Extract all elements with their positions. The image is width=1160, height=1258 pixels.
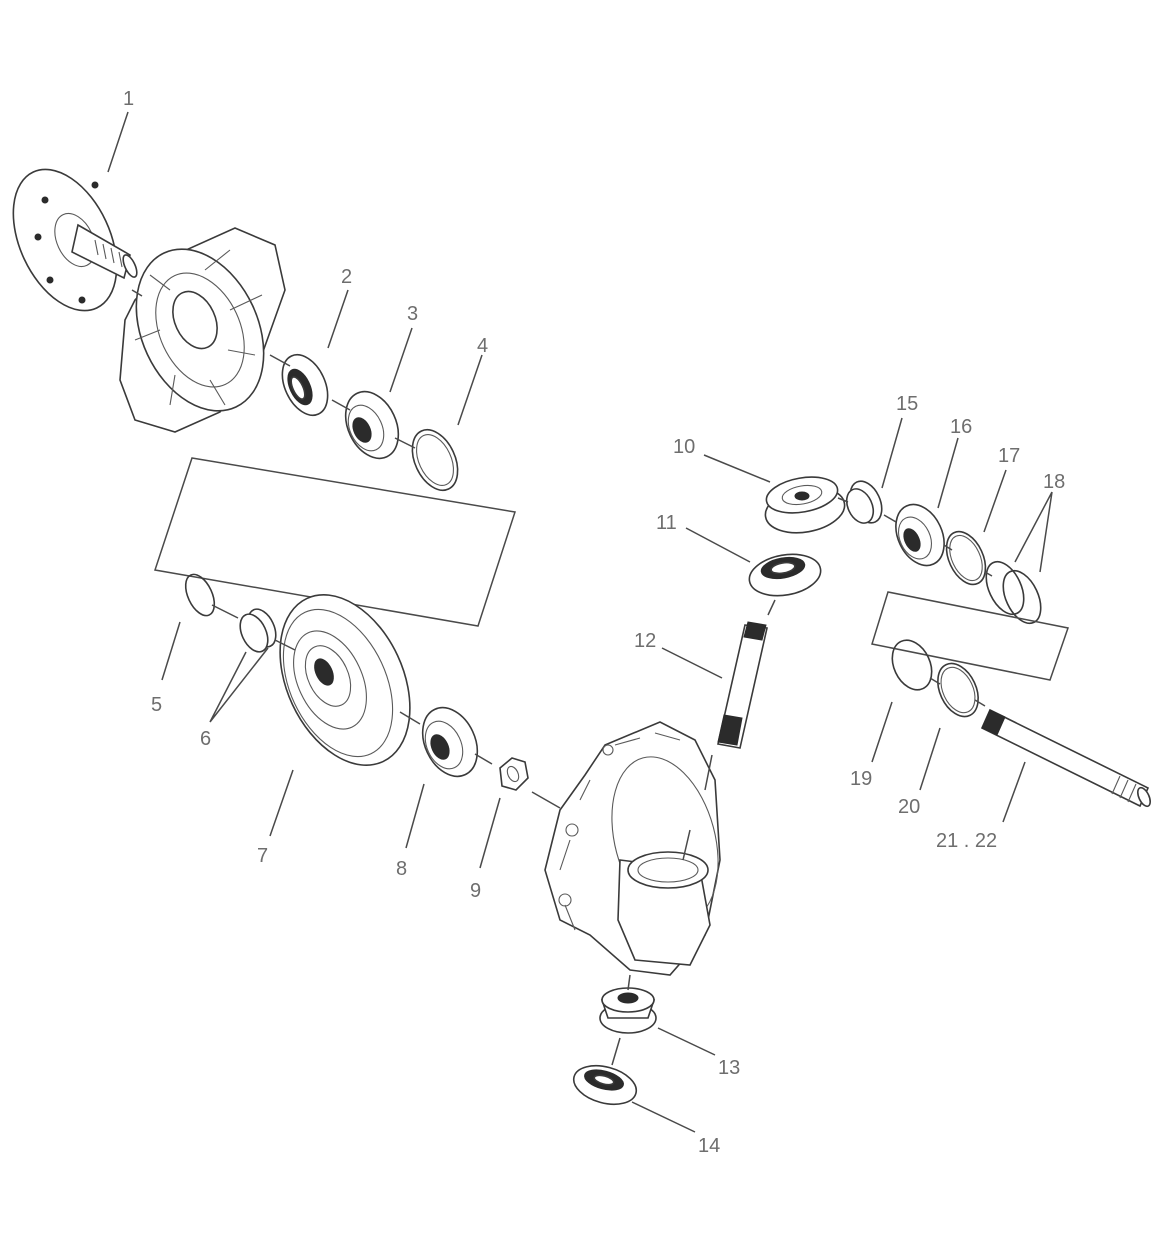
- part-13-pinion: [599, 987, 657, 1034]
- part-5-ring: [184, 573, 216, 617]
- callout-10: 10: [673, 436, 695, 458]
- gearbox-cover: [119, 227, 286, 433]
- callout-14: 14: [698, 1135, 720, 1157]
- part-11-bearing: [748, 553, 822, 597]
- callout-2: 2: [341, 266, 352, 288]
- part-10-cap: [764, 476, 846, 534]
- part-6-collar: [239, 608, 277, 653]
- callout-4: 4: [477, 335, 488, 357]
- part-12-shaft: [717, 621, 768, 749]
- part-7-ring-gear: [279, 594, 411, 766]
- part-21-22-shaft: [980, 708, 1151, 808]
- part-1-flange-shaft: [12, 168, 138, 312]
- part-8-bearing: [421, 706, 479, 778]
- callout-6: 6: [200, 728, 211, 750]
- leader-lines: [107, 111, 1053, 1133]
- callout-20: 20: [898, 796, 920, 818]
- callout-15: 15: [896, 393, 918, 415]
- callout-1: 1: [123, 88, 134, 110]
- bracket-left: [154, 457, 516, 627]
- callout-19: 19: [850, 768, 872, 790]
- callout-9: 9: [470, 880, 481, 902]
- part-4-snap-ring: [411, 428, 459, 492]
- callout-21-22: 21 . 22: [936, 830, 997, 852]
- part-16-bearing: [895, 503, 945, 567]
- part-18-rings: [985, 560, 1042, 625]
- callout-16: 16: [950, 416, 972, 438]
- callout-17: 17: [998, 445, 1020, 467]
- callouts: 1 2 3 4 5 6 7 8 9 10 11 12 13 14 15 16 1…: [123, 88, 1065, 1157]
- part-2-seal: [281, 353, 329, 417]
- part-15-collar: [845, 480, 883, 524]
- callout-12: 12: [634, 630, 656, 652]
- gearbox-housing: [544, 721, 721, 976]
- part-20-circlip: [937, 662, 979, 718]
- part-3-bearing: [344, 390, 400, 460]
- callout-8: 8: [396, 858, 407, 880]
- callout-3: 3: [407, 303, 418, 325]
- callout-18: 18: [1043, 471, 1065, 493]
- callout-5: 5: [151, 694, 162, 716]
- bracket-right: [871, 591, 1069, 681]
- part-9-nut: [499, 757, 529, 791]
- callout-13: 13: [718, 1057, 740, 1079]
- callout-7: 7: [257, 845, 268, 867]
- part-19-ring: [891, 639, 933, 691]
- part-17-washer: [945, 530, 987, 586]
- callout-11: 11: [656, 512, 677, 534]
- part-14-bearing: [572, 1064, 638, 1106]
